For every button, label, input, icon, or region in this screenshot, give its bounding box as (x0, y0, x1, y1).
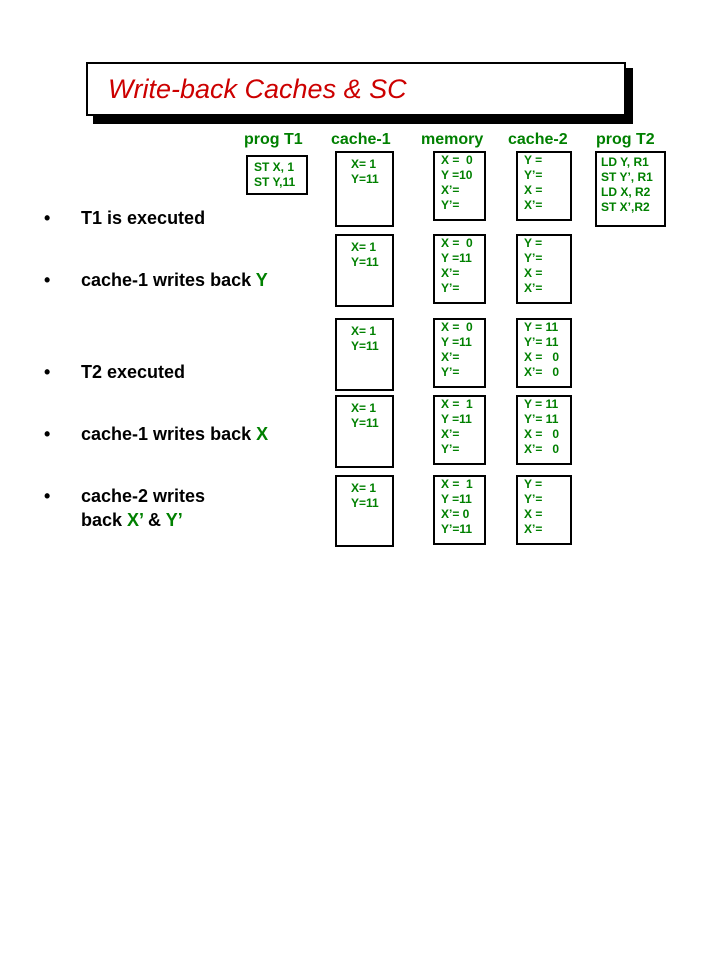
cache-2-box: Y = Y’= X = X’= (516, 151, 572, 221)
cache-2-line: Y’= 11 (524, 335, 559, 349)
prog-t1-line: ST Y,11 (254, 175, 296, 189)
bullet-text: cache-1 writes back (81, 270, 256, 290)
cache-2-line: X’= 0 (524, 365, 560, 379)
cache-1-line: Y=11 (351, 496, 379, 510)
title-box: Write-back Caches & SC (86, 62, 626, 116)
memory-box: X = 0 Y =11 X’= Y’= (433, 318, 486, 388)
cache-2-line: X’= (524, 198, 543, 212)
cache-1-box: X= 1 Y=11 (335, 234, 394, 307)
bullet-text: T2 executed (81, 362, 186, 382)
prog-t2-line: LD X, R2 (601, 185, 651, 199)
memory-box: X = 0 Y =11 X’= Y’= (433, 234, 486, 304)
header-memory: memory (421, 131, 484, 148)
prog-t1-box: ST X, 1 ST Y,11 (246, 155, 308, 195)
bullet-dot: • (44, 362, 51, 382)
cache-2-line: X’= (524, 281, 543, 295)
cache-2-line: Y = 11 (524, 397, 559, 411)
bullet-text: T1 is executed (81, 208, 206, 228)
memory-line: Y =11 (441, 412, 472, 426)
header-prog-t2: prog T2 (596, 131, 655, 148)
cache-1-line: Y=11 (351, 416, 379, 430)
prog-t2-line: LD Y, R1 (601, 155, 649, 169)
memory-line: Y =11 (441, 335, 472, 349)
cache-1-box: X= 1 Y=11 (335, 395, 394, 468)
cache-2-line: Y = 11 (524, 320, 559, 334)
memory-line: X = 0 (441, 320, 473, 334)
cache-1-box: X= 1 Y=11 (335, 318, 394, 391)
memory-line: Y =11 (441, 251, 472, 265)
memory-line: Y =11 (441, 492, 472, 506)
cache-1-line: Y=11 (351, 339, 379, 353)
memory-line: X = 0 (441, 236, 473, 250)
cache-2-box: Y = 11 Y’= 11 X = 0 X’= 0 (516, 318, 572, 388)
cache-2-box: Y = Y’= X = X’= (516, 234, 572, 304)
prog-t2-line: ST X’,R2 (601, 200, 650, 214)
header-prog-t1: prog T1 (244, 131, 303, 148)
memory-line: X’= 0 (441, 507, 470, 521)
cache-1-line: X= 1 (351, 481, 377, 495)
cache-2-box: Y = 11 Y’= 11 X = 0 X’= 0 (516, 395, 572, 465)
cache-2-box: Y = Y’= X = X’= (516, 475, 572, 545)
memory-line: Y’= (441, 281, 460, 295)
bullet-text: cache-1 writes back (81, 424, 257, 444)
cache-2-line: Y = (524, 477, 543, 491)
memory-line: X = 1 (441, 397, 473, 411)
cache-1-line: X= 1 (351, 157, 377, 171)
memory-line: X’= (441, 350, 460, 364)
cache-2-line: Y = (524, 236, 543, 250)
memory-line: Y’= (441, 442, 460, 456)
cache-2-line: Y’= 11 (524, 412, 559, 426)
memory-line: X’= (441, 183, 460, 197)
memory-box: X = 1 Y =11 X’= 0 Y’=11 (433, 475, 486, 545)
bullet-highlight: Y’ (165, 510, 183, 530)
bullet-highlight: X (256, 424, 269, 444)
cache-2-line: X = (524, 507, 543, 521)
bullet-highlight: X’ (127, 510, 144, 530)
bullet-text: back (81, 510, 128, 530)
cache-2-line: Y = (524, 153, 543, 167)
bullet-dot: • (44, 486, 51, 506)
cache-2-line: X = (524, 266, 543, 280)
cache-2-line: Y’= (524, 168, 543, 182)
memory-line: X’= (441, 266, 460, 280)
cache-1-box: X= 1 Y=11 (335, 151, 394, 227)
memory-line: Y’=11 (441, 522, 473, 536)
cache-1-line: X= 1 (351, 240, 377, 254)
prog-t2-line: ST Y’, R1 (601, 170, 653, 184)
memory-box: X = 1 Y =11 X’= Y’= (433, 395, 486, 465)
cache-2-line: Y’= (524, 251, 543, 265)
bullet-text: cache-2 writes (81, 486, 206, 506)
cache-2-line: X’= 0 (524, 442, 560, 456)
header-cache-1: cache-1 (331, 131, 391, 148)
prog-t2-box: LD Y, R1 ST Y’, R1 LD X, R2 ST X’,R2 (595, 151, 666, 227)
bullet-highlight: Y (255, 270, 268, 290)
cache-1-line: Y=11 (351, 172, 379, 186)
memory-line: Y’= (441, 365, 460, 379)
cache-1-line: X= 1 (351, 401, 377, 415)
cache-2-line: Y’= (524, 492, 543, 506)
cache-1-box: X= 1 Y=11 (335, 475, 394, 547)
memory-line: Y =10 (441, 168, 473, 182)
cache-1-line: Y=11 (351, 255, 379, 269)
prog-t1-line: ST X, 1 (254, 160, 295, 174)
page-title: Write-back Caches & SC (108, 74, 407, 104)
header-cache-2: cache-2 (508, 131, 568, 148)
cache-2-line: X = 0 (524, 350, 560, 364)
bullet-dot: • (44, 270, 51, 290)
bullet-text: & (143, 510, 166, 530)
cache-1-line: X= 1 (351, 324, 377, 338)
memory-line: X = 0 (441, 153, 473, 167)
cache-2-line: X = 0 (524, 427, 560, 441)
memory-line: X = 1 (441, 477, 473, 491)
memory-line: X’= (441, 427, 460, 441)
memory-line: Y’= (441, 198, 460, 212)
cache-2-line: X = (524, 183, 543, 197)
cache-2-line: X’= (524, 522, 543, 536)
bullet-dot: • (44, 208, 51, 228)
memory-box: X = 0 Y =10 X’= Y’= (433, 151, 486, 221)
bullet-dot: • (44, 424, 51, 444)
